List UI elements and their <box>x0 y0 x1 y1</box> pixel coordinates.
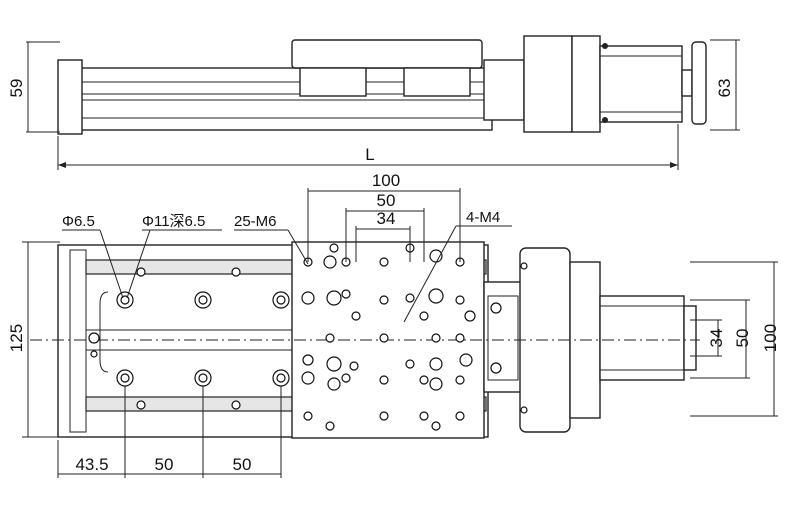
dim-63: 63 <box>715 79 734 98</box>
note-25-m6: 25-M6 <box>234 213 277 230</box>
top-handwheel <box>683 305 697 371</box>
dim-34-right: 34 <box>707 329 726 348</box>
dim-34-top: 34 <box>377 209 396 228</box>
side-motor-body <box>571 35 601 133</box>
dim-59: 59 <box>7 79 26 98</box>
note-phi-11-depth: Φ11深6.5 <box>142 213 205 230</box>
dim-50-top: 50 <box>377 191 396 210</box>
base-counterbore-holes <box>88 267 290 410</box>
top-right-endblock <box>483 281 527 393</box>
dim-L: L <box>365 145 374 164</box>
dim-50-bottom-b: 50 <box>233 455 252 474</box>
top-view: 125 100 50 34 Φ6.5 Φ11深6.5 25-M6 4-M4 34 <box>7 171 780 478</box>
side-left-endcap <box>57 59 83 135</box>
side-carriage-block-b <box>403 67 471 97</box>
side-handwheel-hub <box>681 69 693 97</box>
dim-125: 125 <box>7 324 26 352</box>
note-phi-6-5: Φ6.5 <box>62 213 95 230</box>
side-carriage-block-a <box>299 67 367 97</box>
note-4-m4: 4-M4 <box>466 209 500 226</box>
side-handwheel <box>691 41 707 125</box>
side-motor-flange <box>523 35 573 133</box>
dim-50-bottom-a: 50 <box>155 455 174 474</box>
dim-100-right: 100 <box>761 324 780 352</box>
side-carriage-plate <box>291 39 483 69</box>
dim-43-5: 43.5 <box>75 455 108 474</box>
side-motor-rear <box>599 45 683 123</box>
carriage-hole-grid <box>301 243 528 431</box>
top-motor-rear <box>599 295 685 381</box>
side-right-endblock <box>483 59 525 121</box>
dim-100-top: 100 <box>372 171 400 190</box>
dim-50-right: 50 <box>733 329 752 348</box>
side-view: 59 63 L <box>7 35 740 170</box>
